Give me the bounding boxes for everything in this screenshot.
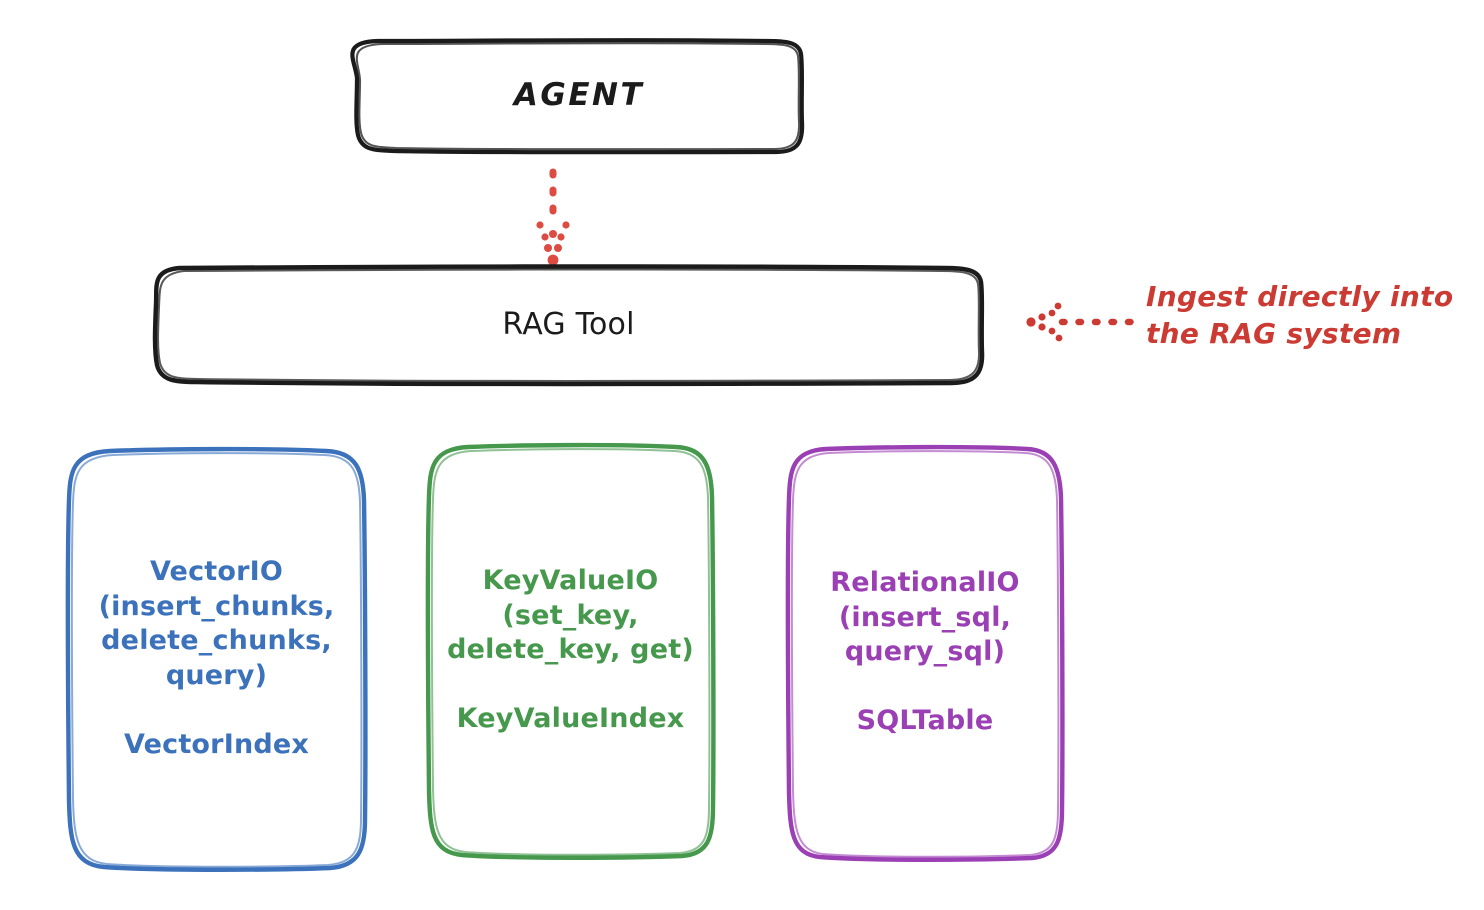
node-keyvalueio-label: KeyValueIO (set_key, delete_key, get) Ke…: [447, 565, 694, 735]
node-vectorio-label: VectorIO (insert_chunks, delete_chunks, …: [98, 556, 335, 761]
node-rag-tool-label: RAG Tool: [502, 306, 635, 342]
annotation-ingest-note: Ingest directly into the RAG system: [1146, 280, 1454, 350]
node-agent-label: AGENT: [513, 77, 645, 114]
node-relationalio-label: RelationalIO (insert_sql, query_sql) SQL…: [830, 567, 1020, 737]
connector-agent-to-rag-tool: [536, 168, 570, 266]
annotation-arrow-ingest: [1026, 302, 1136, 342]
